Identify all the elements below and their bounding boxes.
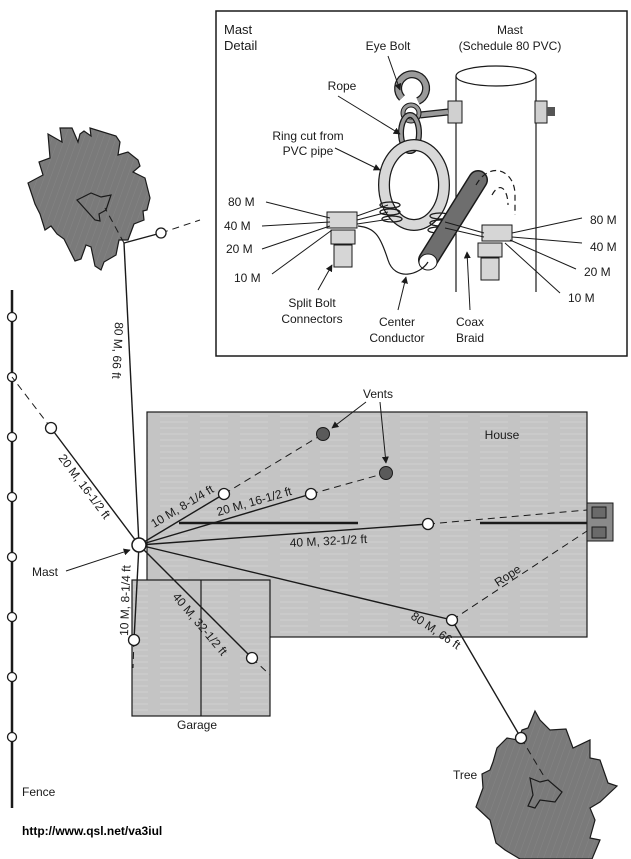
wire-80m-north bbox=[123, 242, 140, 546]
insulator bbox=[44, 421, 58, 435]
vent-2 bbox=[379, 466, 393, 480]
detail-title-line2: Detail bbox=[224, 38, 257, 53]
mast-arrow bbox=[65, 548, 131, 572]
ring-label-line1: Ring cut from bbox=[272, 129, 343, 143]
fence-post bbox=[6, 611, 18, 623]
center-conductor-label-line1: Center bbox=[379, 315, 415, 329]
fence-post bbox=[6, 551, 18, 563]
fence-post bbox=[6, 671, 18, 683]
left-band-10m: 10 M bbox=[234, 271, 261, 285]
insulator bbox=[155, 227, 167, 239]
coax-cable bbox=[418, 170, 516, 271]
insulators bbox=[44, 227, 528, 745]
split-bolt-left bbox=[326, 211, 358, 268]
detail-frame bbox=[215, 10, 628, 357]
mast-label-line2: (Schedule 80 PVC) bbox=[459, 39, 562, 53]
insulator bbox=[514, 731, 528, 745]
center-conductor-wire bbox=[357, 225, 429, 275]
bolt-end bbox=[547, 107, 555, 116]
insulator bbox=[217, 487, 231, 501]
mast-point bbox=[131, 537, 147, 553]
insulator bbox=[245, 651, 259, 665]
vent-arrow-1 bbox=[331, 401, 367, 429]
right-band-40m: 40 M bbox=[590, 240, 617, 254]
split-bolt-label-line1: Split Bolt bbox=[288, 296, 336, 310]
right-band-10m: 10 M bbox=[568, 291, 595, 305]
rope-upper-tree bbox=[160, 219, 201, 234]
right-band-80m: 80 M bbox=[590, 213, 617, 227]
fence-post bbox=[6, 431, 18, 443]
insulator bbox=[304, 487, 318, 501]
window-pane-top bbox=[591, 506, 607, 519]
eye-bolt-label: Eye Bolt bbox=[366, 39, 411, 53]
ring-label-line2: PVC pipe bbox=[283, 144, 334, 158]
detail-arrows bbox=[317, 55, 471, 311]
mast-detail-panel: Mast Detail Mast (Schedule 80 PVC) Eye B… bbox=[215, 10, 628, 357]
insulator bbox=[445, 613, 459, 627]
rope-vent-1 bbox=[223, 433, 324, 495]
wire-80m-north-end bbox=[123, 232, 162, 244]
tree-label: Tree bbox=[453, 768, 478, 782]
wire-80m-southeast bbox=[138, 544, 453, 621]
left-band-wires bbox=[261, 201, 391, 275]
rope-label: Rope bbox=[328, 79, 357, 93]
wire-10m-northeast bbox=[138, 493, 225, 546]
garage-label: Garage bbox=[177, 718, 217, 732]
antenna-wires bbox=[50, 232, 522, 739]
rope-window bbox=[451, 530, 588, 621]
vent-1 bbox=[316, 427, 330, 441]
left-band-80m: 80 M bbox=[228, 195, 255, 209]
center-conductor-label-line2: Conductor bbox=[369, 331, 424, 345]
vents-label: Vents bbox=[363, 387, 393, 401]
insulator bbox=[421, 517, 435, 531]
lower-tree-trunk bbox=[527, 777, 563, 809]
right-band-wires bbox=[444, 217, 583, 294]
fence-post bbox=[6, 311, 18, 323]
label-40m-east: 40 M, 32-1/2 ft bbox=[289, 532, 368, 550]
label-80m-north: 80 M, 66 ft bbox=[109, 322, 126, 380]
fence-post bbox=[6, 731, 18, 743]
split-bolt-right bbox=[477, 224, 513, 281]
detail-title-line1: Mast bbox=[224, 22, 253, 37]
wire-80m-southeast-end bbox=[451, 619, 522, 739]
fence-label: Fence bbox=[22, 785, 56, 799]
left-band-40m: 40 M bbox=[224, 219, 251, 233]
right-band-20m: 20 M bbox=[584, 265, 611, 279]
label-20m-northwest: 20 M, 16-1/2 ft bbox=[56, 451, 114, 522]
mast-nut-right bbox=[534, 100, 548, 124]
left-band-20m: 20 M bbox=[226, 242, 253, 256]
mast-label-line1: Mast bbox=[497, 23, 524, 37]
split-bolt-label-line2: Connectors bbox=[281, 312, 342, 326]
source-url: http://www.qsl.net/va3iul bbox=[22, 824, 162, 838]
vent-arrow-2 bbox=[379, 401, 389, 464]
insulator bbox=[127, 633, 141, 647]
coax-braid-label-line2: Braid bbox=[456, 331, 484, 345]
wire-40m-east bbox=[138, 523, 429, 546]
mast-label: Mast bbox=[32, 565, 59, 579]
mast-nut-left bbox=[447, 100, 463, 124]
fence-post bbox=[6, 491, 18, 503]
coax-braid-label-line1: Coax bbox=[456, 315, 484, 329]
fence-posts bbox=[6, 311, 18, 743]
window-pane-bottom bbox=[591, 526, 607, 539]
wire-20m-east bbox=[138, 493, 312, 546]
rope-upper-tree-inner bbox=[104, 207, 125, 244]
wire-10m-south bbox=[133, 544, 140, 641]
rope-vent-2 bbox=[310, 472, 387, 495]
house-label: House bbox=[485, 428, 520, 442]
wire-20m-northwest bbox=[50, 427, 140, 546]
rope-house-wall bbox=[427, 509, 588, 525]
rope-fence bbox=[11, 376, 52, 429]
wire-40m-garage bbox=[138, 544, 253, 659]
rope-lower-tree bbox=[520, 737, 546, 779]
label-10m-south: 10 M, 8-1/4 ft bbox=[117, 564, 133, 636]
